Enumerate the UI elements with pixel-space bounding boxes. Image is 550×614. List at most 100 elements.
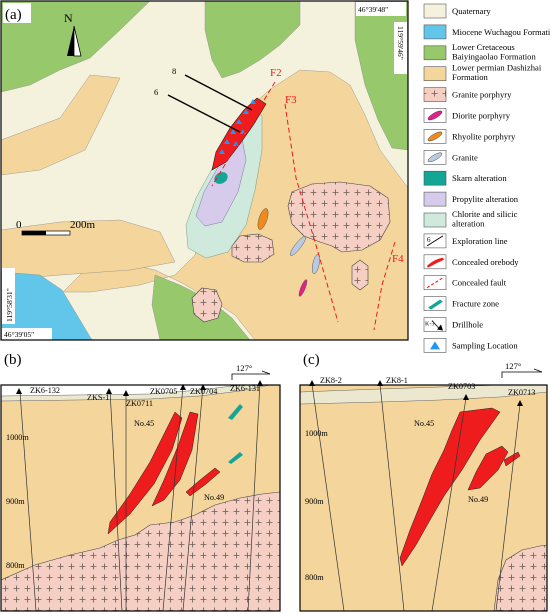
rhyolite-dyke	[257, 208, 269, 230]
orebody-label-no49-b: No.49	[204, 493, 224, 502]
azimuth-arrow-b	[231, 370, 271, 380]
legend-item: Sampling Location	[423, 338, 518, 353]
plain-swatch-icon	[423, 170, 447, 186]
drillhole-zk8-1: ZK8-1	[386, 376, 408, 385]
legend-label: Lower Cretaceous	[452, 42, 515, 52]
legend-item: Granite	[423, 150, 478, 165]
plain-swatch-icon	[423, 191, 447, 207]
drillhole-zk6-132: ZK6-132	[30, 386, 60, 395]
dashed-fault-icon	[423, 275, 447, 291]
drillhole-icon: K-3	[423, 317, 447, 332]
fault-label-f3: F3	[285, 94, 297, 106]
legend-item: Skarn alteration	[423, 170, 507, 186]
legend-label: Skarn alteration	[452, 173, 507, 183]
coord-top-lat: 46°39'48"	[358, 5, 388, 14]
legend-label: Quaternary	[452, 6, 491, 16]
legend-label: Formation	[452, 72, 489, 82]
panel-a-frame	[0, 0, 409, 341]
legend-drill-sample: K-3	[425, 322, 434, 328]
elevation-1000-b: 1000m	[6, 433, 29, 442]
legend-label: Granite	[452, 152, 478, 162]
legend-label: Rhyolite porphyry	[452, 131, 516, 141]
legend-label: Drillhole	[452, 320, 483, 330]
plain-swatch-icon	[423, 66, 447, 81]
drillholes-c	[311, 385, 521, 611]
orebody-no45-c	[399, 407, 521, 567]
concealed-orebody-map	[211, 97, 267, 171]
coord-top-lon: 119°59'46"	[396, 26, 405, 60]
legend-item: 6 Exploration line	[423, 233, 508, 249]
legend-label: Propylite alteration	[452, 194, 519, 204]
quaternary-cover-c	[300, 385, 547, 405]
panel-b-label: (b)	[4, 352, 22, 368]
exploration-lines	[167, 74, 253, 133]
coord-bottom-lat: 46°39'05"	[4, 330, 34, 339]
granite-porphyry-3	[351, 259, 369, 291]
elevation-1000-c: 1000m	[305, 429, 328, 438]
drillholes-b	[19, 385, 261, 611]
concealed-faults-map	[211, 81, 396, 331]
elevation-800-c: 800m	[305, 573, 324, 582]
drillhole-zk0711: ZK0711	[126, 399, 153, 408]
fault-label-f4: F4	[392, 253, 404, 265]
legend-item: Miocene Wuchagou Formation	[423, 24, 550, 40]
panel-b-section: (b)	[0, 352, 281, 612]
legend-item: Concealed orebody	[423, 254, 519, 270]
legend-label: Sampling Location	[452, 340, 518, 350]
orebody-icon	[423, 254, 447, 270]
legend-label: Exploration line	[452, 236, 508, 246]
orebody-label-no49-c: No.49	[468, 495, 488, 504]
legend-label: Lower permian Dashizhai	[452, 63, 542, 73]
exploration-line-8: 8	[172, 66, 176, 76]
orebody-label-no45-c: No.45	[414, 419, 434, 428]
plain-swatch-icon	[423, 3, 447, 19]
triangle-icon	[423, 338, 447, 353]
plain-swatch-icon	[423, 212, 447, 228]
granite-porphyry-1	[287, 181, 391, 253]
azimuth-arrow-c	[501, 368, 543, 378]
legend-item: K-3 Drillhole	[423, 317, 483, 332]
legend-item: Granite porphyry	[423, 87, 512, 102]
panel-c-label: (c)	[303, 352, 320, 368]
quaternary-cover-b	[1, 385, 272, 402]
legend-label: Baiyingaolao Formation	[452, 51, 536, 61]
diorite-dyke	[298, 279, 308, 297]
granite-dyke-2	[312, 253, 320, 275]
drillhole-zks-1: ZKS-1	[87, 393, 109, 402]
legend-label: Concealed orebody	[452, 257, 519, 267]
scale-end: 200m	[70, 219, 96, 231]
legend-item: Diorite porphyry	[423, 108, 511, 123]
wuchagou-area	[1, 271, 93, 340]
panel-b-frame	[0, 384, 281, 612]
legend-label: Miocene Wuchagou Formation	[452, 27, 550, 37]
legend-label: Granite porphyry	[452, 90, 512, 100]
azimuth-c: 127°	[505, 361, 522, 371]
legend-item: Fracture zone	[423, 296, 499, 311]
elevation-800-b: 800m	[6, 561, 25, 570]
granite-porphyry-b	[1, 491, 280, 611]
drillhole-zk6-131: ZK6-131	[230, 384, 260, 393]
baiyingaolao-area-2	[204, 1, 301, 79]
fault-label-f2: F2	[270, 67, 282, 79]
legend-label: Diorite porphyry	[452, 111, 511, 121]
legend-label: Concealed fault	[452, 278, 507, 288]
north-arrow-icon	[67, 25, 82, 57]
exploration-line-6: 6	[154, 87, 159, 97]
drillhole-zk8-2: ZK8-2	[320, 376, 342, 385]
plain-swatch-icon	[423, 24, 447, 40]
dashizhai-area-3	[1, 74, 121, 176]
elevation-900-b: 900m	[6, 497, 25, 506]
granite-dyke-1	[290, 236, 306, 256]
legend-label: Fracture zone	[452, 299, 499, 309]
exploration-line-icon: 6	[423, 233, 447, 249]
panel-c-section: (c) 127° ZK8-2	[299, 352, 548, 612]
fracture-zones-b	[228, 404, 243, 464]
plain-swatch-icon	[423, 45, 447, 61]
lens-icon	[423, 108, 447, 123]
drillhole-zk0703: ZK0703	[448, 382, 475, 391]
azimuth-b: 127°	[236, 363, 253, 373]
